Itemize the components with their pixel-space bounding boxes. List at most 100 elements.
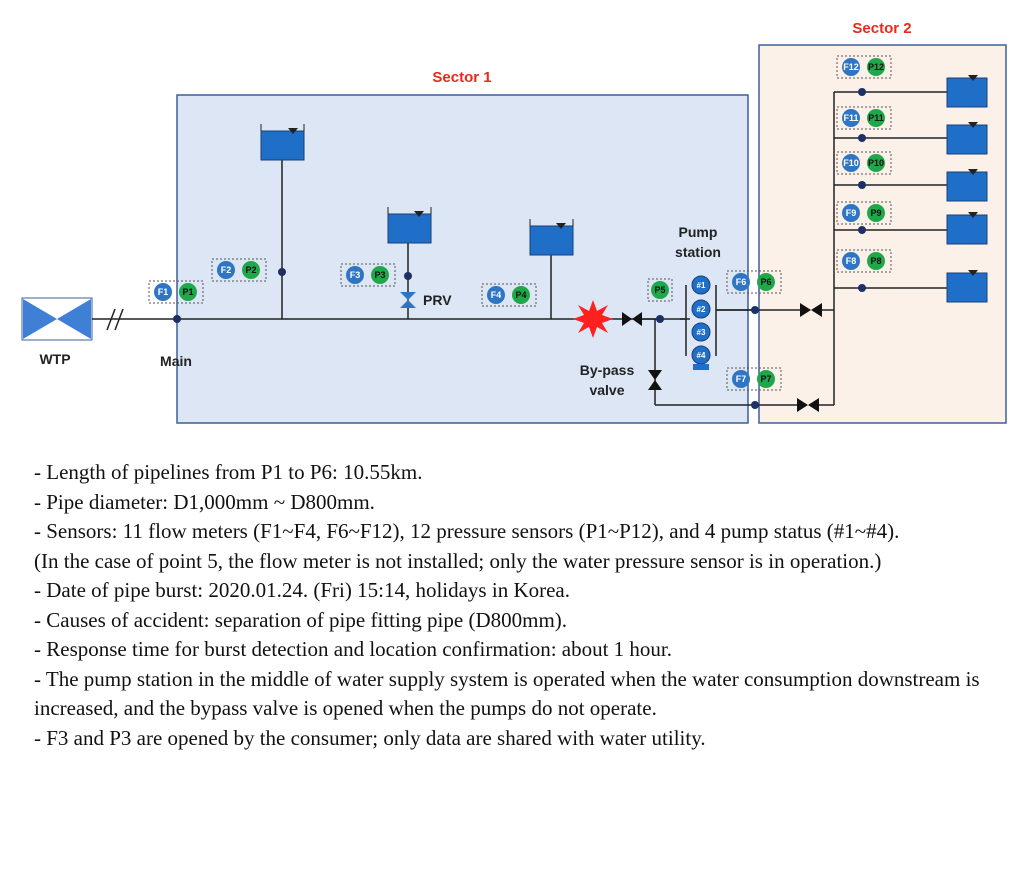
svg-text:P5: P5 [654,285,665,295]
pressure-sensor-p8 [867,252,885,270]
svg-text:P4: P4 [515,290,526,300]
wtp-icon [21,297,93,341]
prv-valve-icon [400,292,416,308]
svg-text:P8: P8 [870,256,881,266]
outlet-valve-2-icon [797,398,819,412]
svg-text:F10: F10 [843,158,859,168]
svg-text:P1: P1 [182,287,193,297]
flow-meter-f4 [487,286,505,304]
svg-text:#1: #1 [697,281,706,290]
pressure-sensor-p11 [867,109,885,127]
note-burst-date: - Date of pipe burst: 2020.01.24. (Fri) … [34,578,570,602]
pump-2-icon: #2 [691,299,711,319]
note-pipe-diameter: - Pipe diameter: D1,000mm ~ D800mm. [34,489,375,514]
sensor-pair-4: F4 P4 [481,283,537,307]
prv-label: PRV [423,292,452,308]
sector2-label: Sector 2 [852,20,911,37]
svg-text:P10: P10 [868,158,884,168]
svg-text:P12: P12 [868,62,884,72]
inlet-valve-icon [622,312,642,326]
main-junction [173,315,181,323]
svg-text:F11: F11 [843,113,858,123]
wtp-label: WTP [39,351,70,367]
svg-text:F6: F6 [736,277,747,287]
pump-station-label-2: station [675,244,721,260]
pressure-sensor-p2 [242,261,260,279]
flow-meter-f9 [842,204,860,222]
flow-meter-f11 [842,109,860,127]
pump-station-label-1: Pump [679,224,718,240]
note-f3-p3: - F3 and P3 are opened by the consumer; … [34,725,706,750]
svg-text:F9: F9 [846,208,857,218]
pipe-break-mark [106,308,124,331]
notes-list: - Length of pipelines from P1 to P6: 10.… [34,458,1004,753]
bypass-label-1: By-pass [580,362,635,378]
svg-text:P9: P9 [870,208,881,218]
sector1-label: Sector 1 [432,69,491,86]
note-response-time: - Response time for burst detection and … [34,637,673,661]
svg-text:P3: P3 [374,270,385,280]
pressure-sensor-p7 [757,370,775,388]
flow-meter-f8 [842,252,860,270]
tank-3 [529,219,574,256]
sensor-pair-11: F11 P11 [836,106,892,130]
svg-text:P2: P2 [245,265,256,275]
pressure-sensor-p12 [867,58,885,76]
sensor-pair-2: F2 P2 [211,258,267,282]
sensor-pair-12: F12 P12 [836,55,892,79]
sensor-pair-3: F3 P3 [340,263,396,287]
note-pump-station: - The pump station in the middle of wate… [34,666,980,721]
svg-text:P6: P6 [760,277,771,287]
sector2-tank-2 [946,122,988,155]
pressure-sensor-p3 [371,266,389,284]
pressure-sensor-p10 [867,154,885,172]
flow-meter-f10 [842,154,860,172]
flow-meter-f12 [842,58,860,76]
sensor-pair-8: F8 P8 [836,249,892,273]
outlet-valve-1-icon [800,303,822,317]
note-cause: - Causes of accident: separation of pipe… [34,607,568,632]
pressure-sensor-p4 [512,286,530,304]
pressure-sensor-p5 [651,281,669,299]
pressure-sensor-p9 [867,204,885,222]
sector2-tank-3 [946,169,988,202]
svg-text:F2: F2 [221,265,232,275]
svg-text:#4: #4 [697,351,706,360]
svg-text:F8: F8 [846,256,857,266]
network-diagram: Sector 1 Sector 2 WTP Main PRV [21,20,1007,424]
flow-meter-f2 [217,261,235,279]
svg-text:F4: F4 [491,290,502,300]
svg-text:F7: F7 [736,374,747,384]
sensor-pair-6: F6 P6 [726,270,782,294]
pressure-sensor-p6 [757,273,775,291]
svg-text:#3: #3 [697,328,706,337]
flow-meter-f3 [346,266,364,284]
svg-text:F3: F3 [350,270,361,280]
flow-meter-f1 [154,283,172,301]
tank-1 [260,124,305,161]
svg-text:#2: #2 [697,305,706,314]
pump-4-icon: #4 [691,345,711,365]
sensor-pair-9: F9 P9 [836,201,892,225]
pump-3-icon: #3 [691,322,711,342]
sector2-tank-5 [946,270,988,303]
bypass-valve-icon [648,370,662,390]
sector2-tank-1 [946,75,988,108]
burst-icon [573,300,613,338]
note-point-5: (In the case of point 5, the flow meter … [34,548,882,573]
bypass-label-2: valve [589,382,624,398]
svg-text:F1: F1 [158,287,169,297]
svg-text:F12: F12 [843,62,859,72]
tank-2 [387,207,432,244]
flow-meter-f6 [732,273,750,291]
sensor-5: P5 [647,278,673,302]
sensor-pair-1: F1 P1 [148,280,204,304]
flow-meter-f7 [732,370,750,388]
sensor-pair-10: F10 P10 [836,151,892,175]
svg-text:P7: P7 [760,374,771,384]
note-pipeline-length: - Length of pipelines from P1 to P6: 10.… [34,460,423,484]
svg-text:P11: P11 [868,113,884,123]
sensor-pair-7: F7 P7 [726,367,782,391]
note-sensors: - Sensors: 11 flow meters (F1~F4, F6~F12… [34,519,900,543]
sector2-tank-4 [946,212,988,245]
